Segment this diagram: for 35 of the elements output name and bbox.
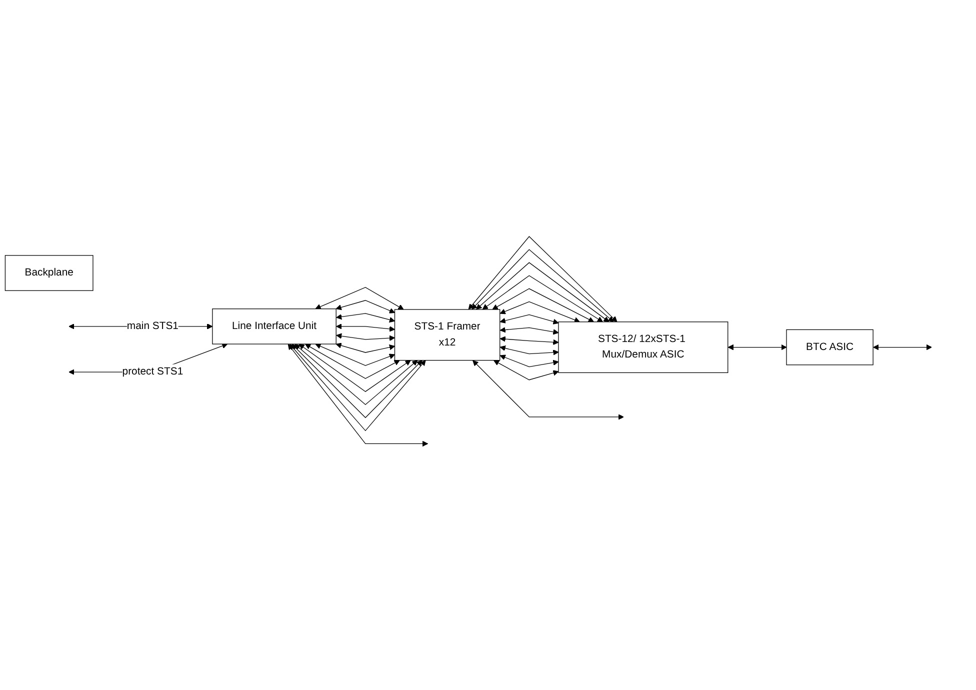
edge-label: main STS1: [126, 320, 178, 332]
arrow: [500, 314, 559, 324]
arrow: [728, 344, 787, 350]
arrow: [336, 324, 395, 332]
arrow: [298, 344, 411, 392]
arrow: [873, 344, 932, 350]
arrow: [472, 249, 614, 322]
node-box: STS-12/ 12xSTS-1 Mux/Demux ASIC: [558, 322, 728, 373]
arrow: [500, 354, 559, 368]
arrow: [472, 360, 624, 420]
node-box: Backplane: [4, 255, 94, 291]
arrow: [336, 313, 395, 323]
arrow: [336, 300, 395, 314]
arrow: [294, 344, 418, 406]
arrow: [476, 262, 610, 322]
edge-label: protect STS1: [122, 366, 184, 378]
arrow: [336, 342, 395, 353]
arrow: [336, 333, 395, 341]
node-box: Line Interface Unit: [212, 308, 336, 344]
arrow: [500, 336, 559, 345]
arrow: [315, 344, 395, 366]
arrow: [290, 344, 426, 432]
arrow: [288, 344, 428, 447]
arrow: [500, 326, 559, 335]
node-box: BTC ASIC: [786, 329, 874, 366]
arrow: [492, 288, 594, 322]
arrow: [305, 344, 400, 379]
arrow: [500, 345, 559, 356]
arrow: [315, 286, 404, 310]
arrow: [494, 360, 559, 380]
arrow: [500, 301, 580, 323]
arrow: [292, 344, 422, 418]
arrow: [468, 236, 618, 322]
node-box: STS-1 Framer x12: [394, 309, 500, 361]
arrow: [482, 275, 604, 322]
